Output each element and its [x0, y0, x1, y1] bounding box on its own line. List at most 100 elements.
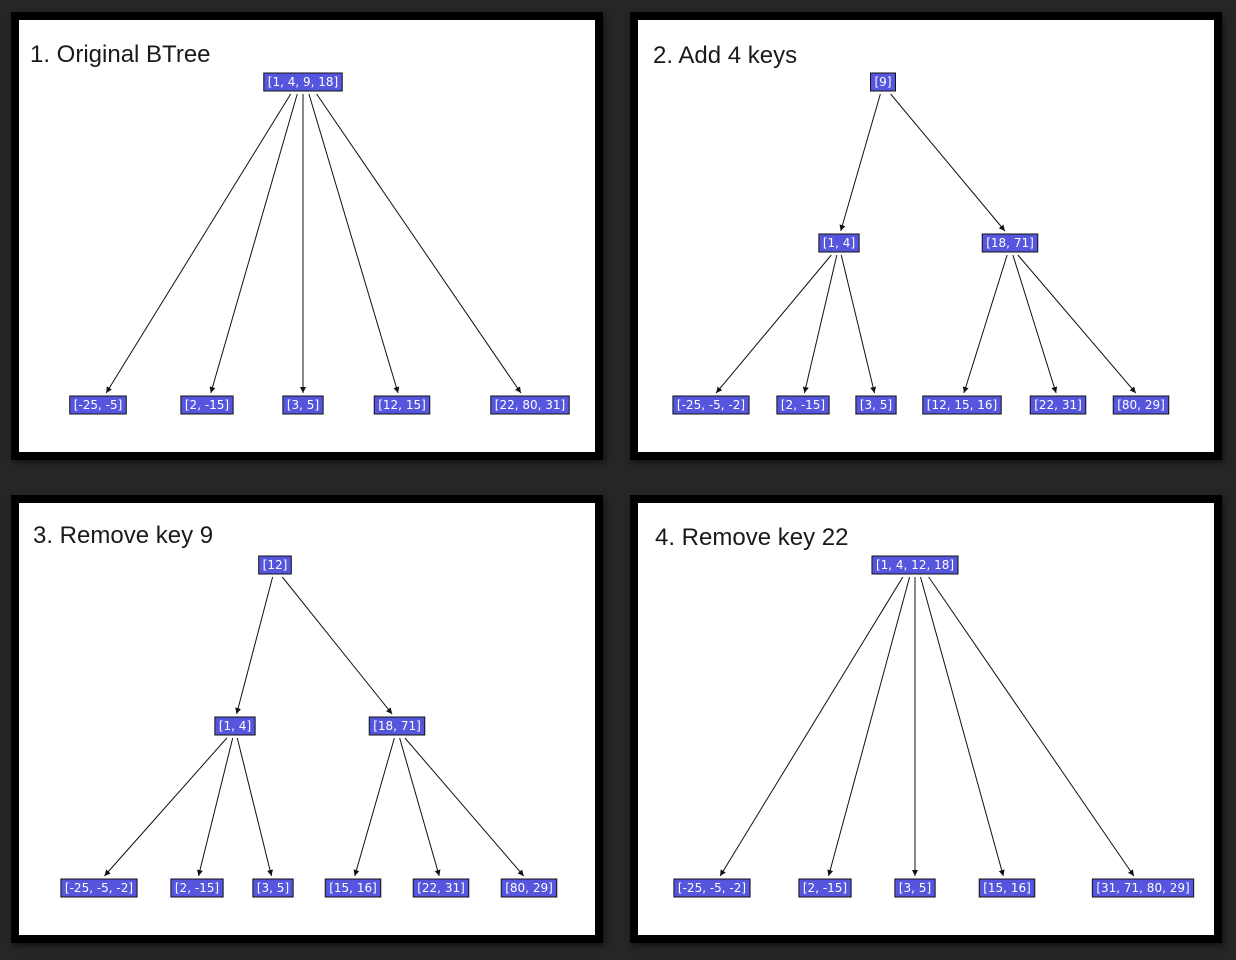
node-label: [-25, -5, -2]: [678, 881, 746, 895]
node-label: [1, 4, 9, 18]: [268, 75, 338, 89]
tree-node: [3, 5]: [282, 395, 324, 415]
node-box: [258, 555, 292, 575]
node-box: [978, 878, 1036, 898]
node-box: [818, 233, 860, 253]
node-box: [252, 878, 294, 898]
node-box: [214, 716, 256, 736]
tree-edge: [104, 737, 228, 877]
tree-edge: [928, 576, 1135, 877]
tree-node: [3, 5]: [894, 878, 936, 898]
tree-edge: [235, 576, 274, 715]
panel-title: 3. Remove key 9: [33, 522, 213, 549]
tree-edge: [236, 737, 273, 877]
tree-edge: [1012, 254, 1058, 394]
tree-edge: [209, 93, 298, 394]
btree-diagram-1: 1. Original BTree [1, 4, 9, 18][-25, -5]…: [30, 41, 570, 415]
node-label: [1, 4]: [219, 719, 251, 733]
node-label: [3, 5]: [287, 398, 319, 412]
node-box: [373, 395, 431, 415]
node-box: [170, 878, 224, 898]
tree-node: [1, 4]: [818, 233, 860, 253]
panel-remove-key-22: 4. Remove key 22 [1, 4, 12, 18] [-25, -5,…: [630, 495, 1222, 943]
tree-node: [15, 16]: [978, 878, 1036, 898]
tree-edge: [890, 93, 1006, 232]
tree-node: [12, 15]: [373, 395, 431, 415]
node-label: [3, 5]: [899, 881, 931, 895]
node-box: [981, 233, 1039, 253]
tree-edge: [839, 93, 881, 232]
tree-node: [1, 4, 9, 18]: [263, 72, 343, 92]
node-label: [2, -15]: [803, 881, 847, 895]
tree-node: [80, 29]: [1112, 395, 1170, 415]
node-label: [12]: [263, 558, 288, 572]
tree-node: [-25, -5, -2]: [673, 878, 751, 898]
node-label: [-25, -5, -2]: [677, 398, 745, 412]
tree-edge: [827, 576, 911, 877]
tree-edge: [353, 737, 395, 877]
tree-edge: [715, 254, 832, 394]
tree-node: [22, 31]: [1029, 395, 1087, 415]
node-label: [15, 16]: [983, 881, 1031, 895]
tree-node: [9]: [870, 72, 896, 92]
tree-node: [-25, -5, -2]: [60, 878, 138, 898]
tree-edge: [962, 254, 1008, 394]
node-box: [412, 878, 470, 898]
node-label: [1, 4, 12, 18]: [876, 558, 954, 572]
tree-edge: [1017, 254, 1137, 394]
btree-diagram-2: 2. Add 4 keys [9] [1, 4] [18, 71] [-25, -5,…: [653, 42, 1170, 415]
btree-diagram-4: 4. Remove key 22 [1, 4, 12, 18] [-25, -5,…: [655, 524, 1195, 898]
tree-node: [3, 5]: [252, 878, 294, 898]
node-box: [798, 878, 852, 898]
panel-original-btree: 1. Original BTree [1, 4, 9, 18][-25, -5]…: [11, 12, 603, 460]
node-label: [-25, -5]: [74, 398, 123, 412]
tree-edge: [719, 576, 904, 877]
tree-node: [3, 5]: [855, 395, 897, 415]
node-box: [870, 72, 896, 92]
tree-node: [80, 29]: [500, 878, 558, 898]
node-label: [18, 71]: [373, 719, 421, 733]
btree-diagram-3: 3. Remove key 9 [12] [1, 4] [18, 71] [-25, …: [33, 522, 558, 898]
node-label: [2, -15]: [185, 398, 229, 412]
node-box: [180, 395, 234, 415]
tree-node: [18, 71]: [368, 716, 426, 736]
node-box: [368, 716, 426, 736]
node-box: [855, 395, 897, 415]
tree-node: [22, 31]: [412, 878, 470, 898]
panel-add-keys: 2. Add 4 keys [9] [1, 4] [18, 71] [-25, -5,…: [630, 12, 1222, 460]
node-label: [22, 31]: [1034, 398, 1082, 412]
node-box: [490, 395, 570, 415]
tree-edge: [105, 93, 292, 394]
node-box: [673, 878, 751, 898]
tree-node: [1, 4, 12, 18]: [871, 555, 959, 575]
tree-edge: [281, 576, 393, 715]
node-label: [22, 80, 31]: [495, 398, 565, 412]
tree-edge: [840, 254, 877, 394]
tree-node: [2, -15]: [170, 878, 224, 898]
node-box: [1091, 878, 1195, 898]
node-box: [922, 395, 1002, 415]
tree-node: [-25, -5, -2]: [672, 395, 750, 415]
node-label: [1, 4]: [823, 236, 855, 250]
tree-node: [15, 16]: [324, 878, 382, 898]
node-box: [500, 878, 558, 898]
tree-node: [2, -15]: [180, 395, 234, 415]
tree-node: [1, 4]: [214, 716, 256, 736]
node-label: [3, 5]: [860, 398, 892, 412]
tree-edge: [920, 576, 1005, 877]
node-label: [12, 15]: [378, 398, 426, 412]
node-label: [80, 29]: [1117, 398, 1165, 412]
node-box: [1112, 395, 1170, 415]
panel-title: 2. Add 4 keys: [653, 42, 797, 69]
node-label: [2, -15]: [175, 881, 219, 895]
tree-edge: [316, 93, 522, 394]
node-label: [80, 29]: [505, 881, 553, 895]
tree-node: [2, -15]: [776, 395, 830, 415]
panel-remove-key-9: 3. Remove key 9 [12] [1, 4] [18, 71] [-25, …: [11, 495, 603, 943]
panel-title: 4. Remove key 22: [655, 524, 848, 551]
node-label: [-25, -5, -2]: [65, 881, 133, 895]
node-box: [894, 878, 936, 898]
node-box: [1029, 395, 1087, 415]
node-label: [18, 71]: [986, 236, 1034, 250]
node-box: [263, 72, 343, 92]
tree-node: [-25, -5]: [69, 395, 127, 415]
